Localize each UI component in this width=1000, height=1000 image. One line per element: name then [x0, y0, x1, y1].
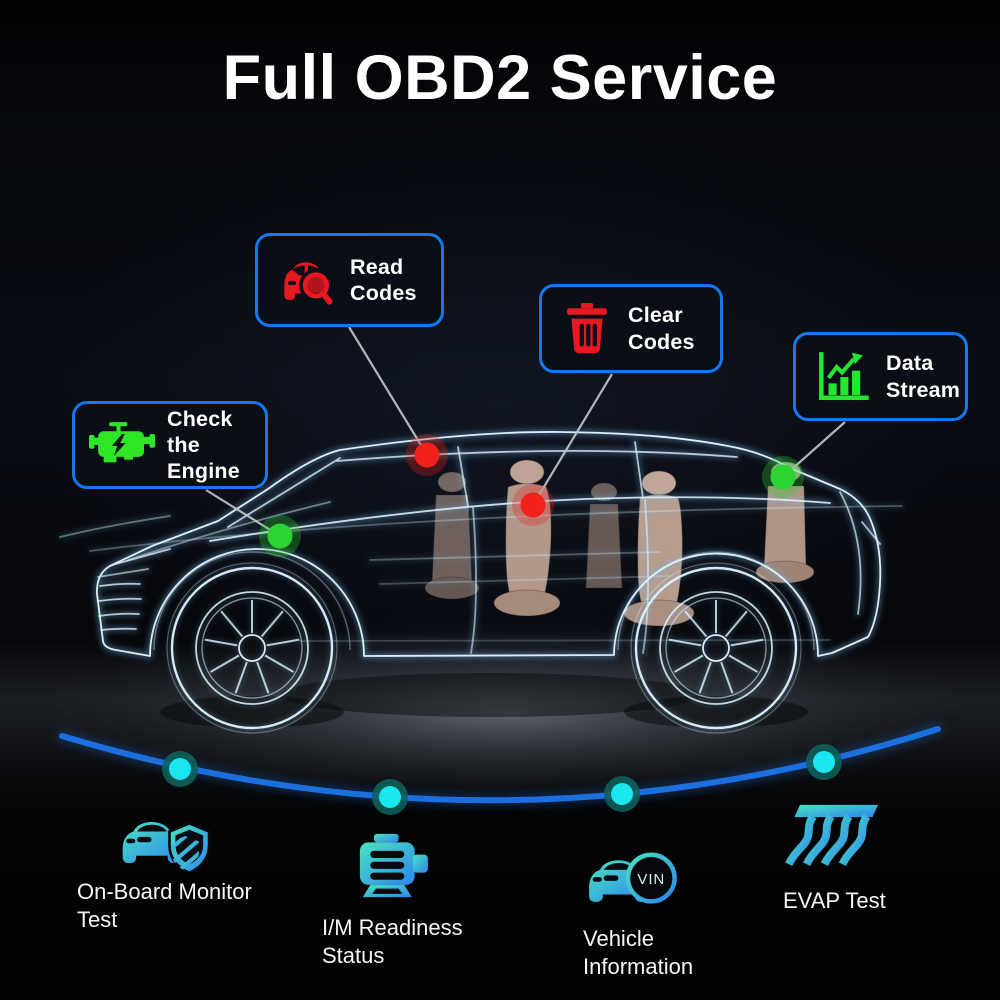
car-seats: [424, 459, 815, 627]
service-timeline: [57, 724, 943, 815]
car-shield-icon: [122, 821, 211, 872]
marker-read-codes: [406, 434, 448, 476]
callout-read-codes: Read Codes: [255, 233, 444, 327]
engine-block-icon: [359, 833, 428, 898]
vapor-waves-icon: [785, 804, 879, 867]
car-search-icon: [277, 252, 335, 308]
bar-chart-icon: [815, 349, 871, 405]
feature-evap-test: EVAP Test: [783, 803, 963, 915]
feature-on-board-monitor-test: On-Board Monitor Test: [77, 800, 292, 934]
marker-data-stream: [762, 456, 804, 498]
callout-label: Check the Engine: [167, 406, 240, 484]
callout-clear-codes: Clear Codes: [539, 284, 723, 373]
page-title: Full OBD2 Service: [222, 43, 778, 113]
feature-im-readiness-status: I/M Readiness Status: [322, 832, 502, 970]
timeline-dot: [372, 779, 408, 815]
vin-badge: VIN: [637, 871, 665, 888]
ground: [0, 617, 1000, 815]
car-markers: [259, 434, 804, 557]
marker-check-engine: [259, 515, 301, 557]
marker-clear-codes: [512, 484, 554, 526]
callout-data-stream: Data Stream: [793, 332, 968, 421]
trash-icon: [561, 301, 613, 357]
timeline-dot: [162, 751, 198, 787]
feature-label: Vehicle Information: [583, 926, 694, 979]
car-vin-icon: VIN: [589, 852, 677, 904]
callout-label: Clear Codes: [628, 303, 695, 354]
feature-vehicle-information: VIN Vehicle Information: [583, 836, 753, 981]
callout-check-engine: Check the Engine: [72, 401, 268, 489]
callout-label: Data Stream: [886, 351, 961, 402]
feature-label: I/M Readiness Status: [322, 915, 463, 968]
timeline-dot: [806, 744, 842, 780]
feature-label: On-Board Monitor Test: [77, 879, 252, 932]
callout-label: Read Codes: [350, 254, 417, 305]
connector-lines: [205, 326, 846, 537]
feature-label: EVAP Test: [783, 888, 886, 913]
timeline-dot: [604, 776, 640, 812]
engine-warning-icon: [89, 420, 155, 470]
